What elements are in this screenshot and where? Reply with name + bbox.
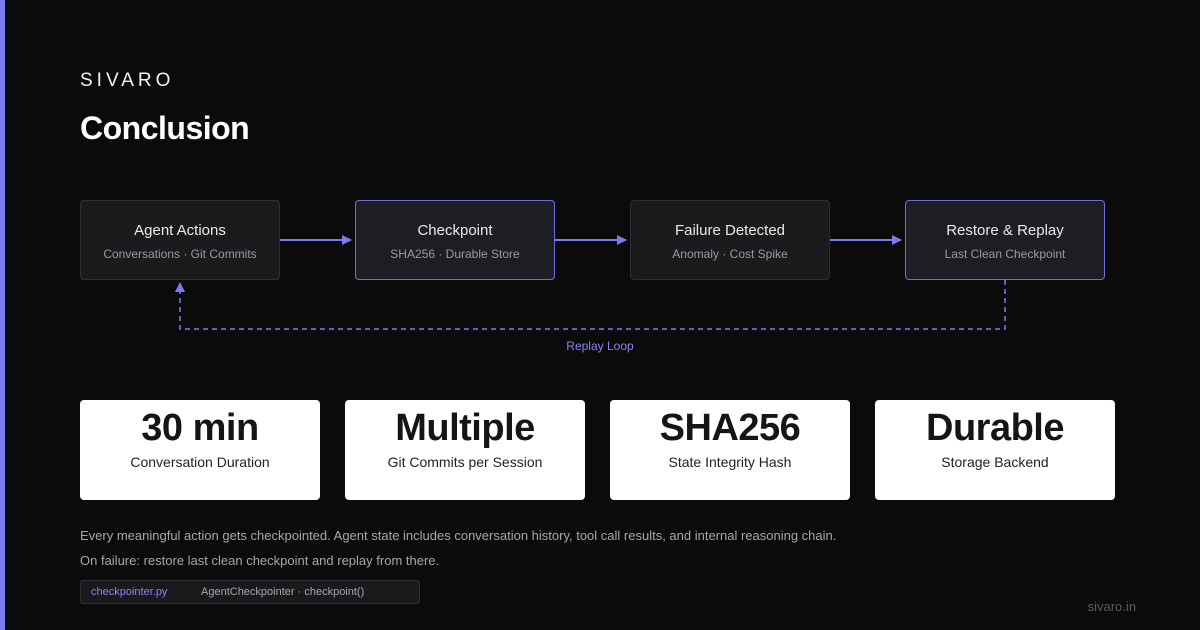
flow-node-restore-replay: Restore & Replay Last Clean Checkpoint [905, 200, 1105, 280]
flow-node-failure-detected: Failure Detected Anomaly · Cost Spike [630, 200, 830, 280]
code-symbol: AgentCheckpointer · checkpoint() [201, 586, 365, 598]
stat-value: Multiple [395, 407, 535, 449]
replay-loop-label: Replay Loop [566, 339, 634, 353]
flow-node-subtitle: Conversations · Git Commits [103, 247, 257, 261]
stat-card-storage: Durable Storage Backend [875, 400, 1115, 500]
flow-node-title: Checkpoint [417, 222, 493, 239]
stat-card-hash: SHA256 State Integrity Hash [610, 400, 850, 500]
flow-node-subtitle: Anomaly · Cost Spike [672, 247, 788, 261]
description-line: On failure: restore last clean checkpoin… [80, 553, 440, 568]
stat-value: SHA256 [659, 407, 801, 449]
flow-node-subtitle: SHA256 · Durable Store [390, 247, 520, 261]
page-title: Conclusion [80, 110, 250, 146]
flow-node-checkpoint: Checkpoint SHA256 · Durable Store [355, 200, 555, 280]
flow-node-agent-actions: Agent Actions Conversations · Git Commit… [80, 200, 280, 280]
stat-label: Conversation Duration [130, 454, 270, 470]
replay-loop-arrow [175, 280, 1006, 330]
stat-label: Git Commits per Session [387, 454, 543, 470]
flow-node-title: Failure Detected [674, 222, 786, 239]
stat-card-commits: Multiple Git Commits per Session [345, 400, 585, 500]
stat-label: Storage Backend [941, 454, 1049, 470]
description-line: Every meaningful action gets checkpointe… [80, 528, 837, 543]
code-reference: checkpointer.py AgentCheckpointer · chec… [80, 580, 420, 604]
flow-node-subtitle: Last Clean Checkpoint [944, 247, 1066, 261]
brand-logo: SIVARO [80, 70, 175, 91]
code-file-name: checkpointer.py [91, 586, 168, 598]
accent-bar [0, 0, 5, 630]
flow-node-title: Agent Actions [134, 222, 226, 239]
stat-value: 30 min [141, 407, 259, 449]
stat-card-duration: 30 min Conversation Duration [80, 400, 320, 500]
stat-value: Durable [926, 407, 1064, 449]
flow-node-title: Restore & Replay [946, 222, 1064, 239]
stat-label: State Integrity Hash [668, 454, 792, 470]
footer-url: sivaro.in [1087, 599, 1136, 614]
